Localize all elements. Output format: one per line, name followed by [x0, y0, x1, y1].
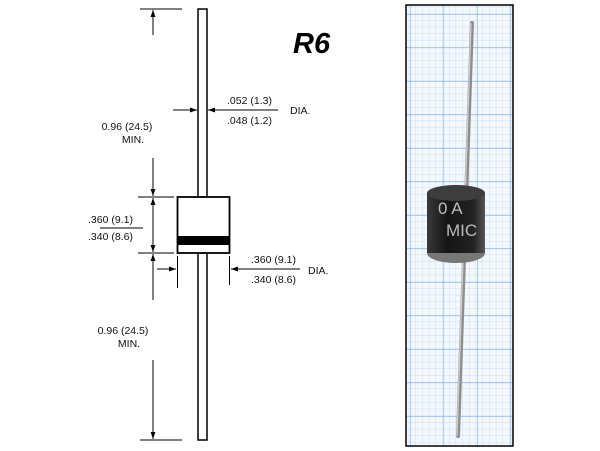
photo-marking-line1: 0 A [438, 199, 463, 218]
body-dia-max: .360 (9.1) [251, 254, 296, 266]
diode-outline [176, 8, 231, 441]
top-lead-length: 0.96 (24.5) [102, 121, 153, 133]
lead-dia-min: .048 (1.2) [227, 115, 272, 127]
body-dia-note: DIA. [308, 265, 328, 277]
photo-marking-line2: MIC [446, 221, 477, 240]
body-length-min: .340 (8.6) [88, 231, 133, 243]
top-lead-length-note: MIN. [122, 134, 144, 146]
lead-dia-max: .052 (1.3) [227, 95, 272, 107]
bottom-lead-length: 0.96 (24.5) [98, 325, 149, 337]
lead-dia-note: DIA. [290, 105, 310, 117]
part-title: R6 [293, 28, 331, 60]
dimension-lines [100, 8, 300, 441]
body-length-max: .360 (9.1) [88, 214, 133, 226]
cathode-band [177, 236, 230, 245]
bottom-lead-length-note: MIN. [118, 338, 140, 350]
diode-photo: 0 A MIC [405, 4, 514, 447]
body-dia-min: .340 (8.6) [251, 274, 296, 286]
